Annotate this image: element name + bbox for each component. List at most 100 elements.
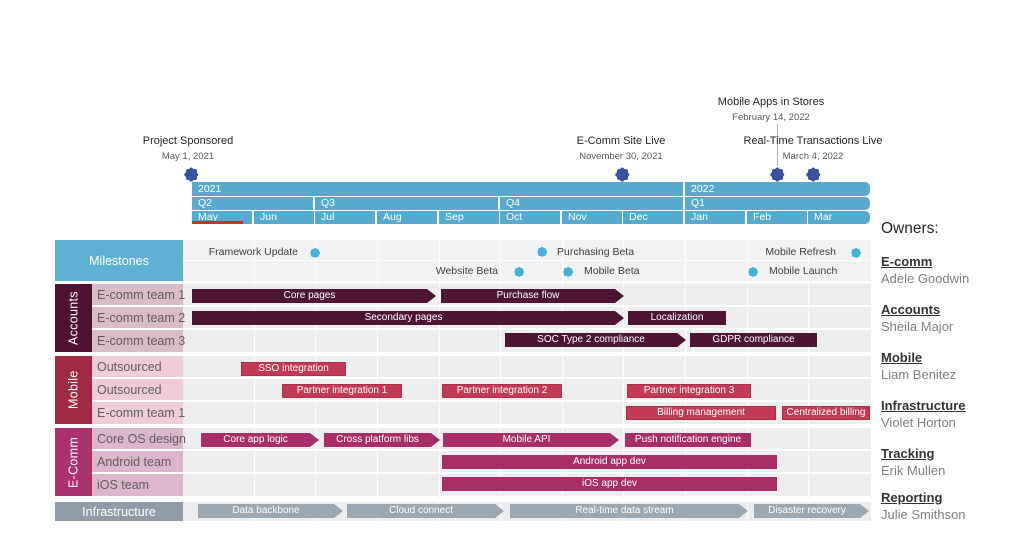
owner-name: Violet Horton [881,415,956,430]
milestone-label: Framework Update [208,246,298,258]
task-bar[interactable]: Cross platform libs [324,433,440,447]
timeline-annotation: Project Sponsored May 1, 2021 [118,135,258,162]
row-resource-label: Android team [92,451,183,472]
timeline-milestone-icon[interactable] [615,167,630,182]
owner-team-link[interactable]: E-comm [881,254,933,269]
row-resource-label: E-comm team 1 [92,284,185,305]
timeline-milestone-icon[interactable] [184,167,199,182]
task-bar[interactable]: Partner integration 3 [627,384,751,398]
milestone-label: Mobile Beta [584,265,640,277]
annotation-title: Real-Time Transactions Live [743,135,883,147]
owner-team-link[interactable]: Reporting [881,490,943,505]
lane-label-mobile: Mobile [55,356,92,424]
month-gridline [439,240,440,521]
task-bar[interactable]: Disaster recovery [754,504,869,518]
milestone-star-icon[interactable] [309,247,321,259]
row-resource-label: Core OS design [92,428,186,449]
month-gridline [747,240,748,521]
task-bar[interactable]: Real-time data stream [510,504,748,518]
timeline-annotation: Real-Time Transactions Live March 4, 202… [738,135,888,162]
owner-entry: Tracking Erik Mullen [881,446,945,478]
row-resource-label: E-comm team 2 [92,307,185,328]
owner-entry: E-comm Adele Goodwin [881,254,969,286]
milestone-label: Mobile Refresh [765,246,836,258]
lane-label-accounts: Accounts [55,284,92,352]
today-marker [192,221,243,224]
owner-team-link[interactable]: Tracking [881,446,935,461]
month-cell: May [192,211,252,224]
lane-row-stripe [183,261,871,281]
owner-team-link[interactable]: Accounts [881,302,941,317]
month-cell: Jul [315,211,375,224]
owner-team-link[interactable]: Infrastructure [881,398,966,413]
month-cell: Dec [623,211,683,224]
year-cell: 2021 [192,182,683,196]
milestone-star-icon[interactable] [562,266,574,278]
owner-entry: Infrastructure Violet Horton [881,398,966,430]
owner-name: Erik Mullen [881,463,946,478]
task-bar[interactable]: Centralized billing [782,406,870,420]
owner-team-link[interactable]: Mobile [881,350,923,365]
month-cell: Mar [808,211,870,224]
month-gridline [254,240,255,521]
row-resource-label: E-comm team 3 [92,330,185,352]
task-bar[interactable]: Core pages [192,289,436,303]
annotation-date: May 1, 2021 [161,151,215,162]
month-gridline [685,240,686,521]
timeline-milestone-icon[interactable] [770,167,785,182]
annotation-date: November 30, 2021 [579,151,663,162]
row-resource-label: E-comm team 1 [92,402,185,424]
month-gridline [562,240,563,521]
timeline-milestone-icon[interactable] [806,167,821,182]
month-gridline [808,240,809,521]
owners-heading: Owners: [881,220,939,237]
month-cell: Jan [685,211,745,224]
task-bar[interactable]: Localization [628,311,726,325]
lane-label-text: Accounts [66,291,81,345]
owner-name: Adele Goodwin [881,271,970,286]
task-bar[interactable]: SSO integration [241,362,346,376]
milestone-star-icon[interactable] [850,247,862,259]
task-bar[interactable]: Mobile API [443,433,619,447]
task-bar[interactable]: GDPR compliance [690,333,817,347]
milestone-star-icon[interactable] [747,266,759,278]
lane-label-ecomm: E-Comm [55,428,92,496]
annotation-date: March 4, 2022 [782,151,844,162]
milestone-star-icon[interactable] [513,266,525,278]
task-bar[interactable]: iOS app dev [442,477,777,491]
row-resource-label: iOS team [92,474,183,496]
quarter-cell: Q1 [685,197,870,210]
task-bar[interactable]: Secondary pages [192,311,624,325]
task-bar[interactable]: Data backbone [198,504,343,518]
month-cell: Jun [254,211,314,224]
annotation-title: Project Sponsored [142,135,234,147]
month-cell: Oct [500,211,560,224]
quarter-cell: Q2 [192,197,313,210]
milestone-label: Purchasing Beta [557,246,635,258]
task-bar[interactable]: Billing management [626,406,776,420]
task-bar[interactable]: Partner integration 2 [442,384,562,398]
milestone-label: Mobile Launch [769,265,838,277]
row-resource-label: Outsourced [92,379,183,400]
owner-entry: Reporting Julie Smithson [881,490,966,522]
month-cell: Sep [439,211,499,224]
task-bar[interactable]: Android app dev [442,455,777,469]
task-bar[interactable]: SOC Type 2 compliance [505,333,686,347]
milestone-star-icon[interactable] [536,246,548,258]
owner-name: Sheila Major [881,319,954,334]
lane-label-text: E-Comm [66,436,81,488]
task-bar[interactable]: Core app logic [201,433,319,447]
row-resource-label: Outsourced [92,356,183,377]
year-cell: 2022 [685,182,870,196]
task-bar[interactable]: Purchase flow [441,289,624,303]
task-bar[interactable]: Partner integration 1 [282,384,402,398]
task-bar[interactable]: Push notification engine [625,433,751,447]
task-bar[interactable]: Cloud connect [347,504,504,518]
milestone-label: Website Beta [435,265,498,277]
annotation-title: E-Comm Site Live [576,135,666,147]
timeline-annotation: E-Comm Site Live November 30, 2021 [551,135,691,162]
annotation-date: February 14, 2022 [732,112,810,123]
owner-entry: Mobile Liam Benitez [881,350,956,382]
owner-name: Liam Benitez [881,367,957,382]
